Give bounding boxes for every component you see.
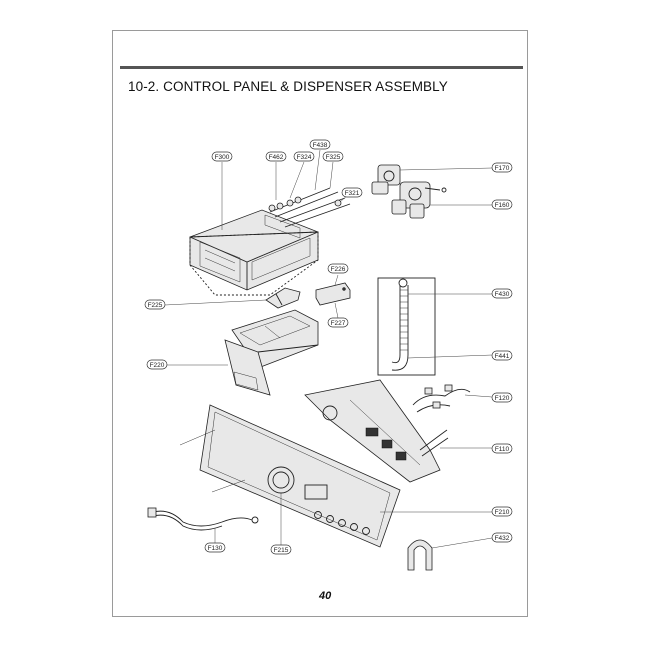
callout-F300: F300 <box>211 151 233 162</box>
svg-text:F225: F225 <box>148 302 163 309</box>
svg-text:F462: F462 <box>269 154 284 161</box>
svg-text:F438: F438 <box>313 142 328 149</box>
svg-text:F220: F220 <box>150 362 165 369</box>
callout-F430: F430 <box>491 288 513 299</box>
callout-F130: F130 <box>204 542 226 553</box>
svg-text:F227: F227 <box>331 320 346 327</box>
hose-connectors <box>268 187 351 228</box>
water-valve-assembly <box>371 164 447 219</box>
svg-text:F170: F170 <box>495 165 510 172</box>
callout-F160: F160 <box>491 199 513 210</box>
svg-text:F130: F130 <box>208 545 223 552</box>
svg-text:F430: F430 <box>495 291 510 298</box>
svg-text:F325: F325 <box>326 154 341 161</box>
svg-text:F324: F324 <box>297 154 312 161</box>
callout-F321: F321 <box>341 187 363 198</box>
callout-F227: F227 <box>327 317 349 328</box>
callout-F226: F226 <box>327 263 349 274</box>
wire-harness-f120 <box>412 384 471 413</box>
callout-F210: F210 <box>491 506 513 517</box>
dispenser-small-parts <box>265 282 351 309</box>
main-pcb <box>304 379 449 483</box>
dispenser-housing <box>189 209 319 296</box>
callout-F225: F225 <box>144 299 166 310</box>
callout-F215: F215 <box>270 544 292 555</box>
svg-text:F300: F300 <box>215 154 230 161</box>
svg-text:F110: F110 <box>495 446 510 453</box>
callout-F170: F170 <box>491 162 513 173</box>
header-rule <box>120 66 523 69</box>
callout-F325: F325 <box>322 151 344 162</box>
callout-F120: F120 <box>491 392 513 403</box>
bellows-hose-box <box>377 277 436 376</box>
detergent-drawer <box>224 309 319 396</box>
callout-F110: F110 <box>491 443 513 454</box>
wire-f130 <box>147 507 259 531</box>
callout-F462: F462 <box>265 151 287 162</box>
section-title: 10-2. CONTROL PANEL & DISPENSER ASSEMBLY <box>128 79 448 94</box>
callout-F324: F324 <box>293 151 315 162</box>
hose-clip-f432 <box>407 539 433 571</box>
svg-text:F321: F321 <box>345 190 360 197</box>
svg-text:F160: F160 <box>495 202 510 209</box>
callout-F441: F441 <box>491 350 513 361</box>
svg-text:F120: F120 <box>495 395 510 402</box>
callout-F438: F438 <box>309 139 331 150</box>
page-number: 40 <box>319 590 332 602</box>
callout-F432: F432 <box>491 532 513 543</box>
svg-text:F441: F441 <box>495 353 510 360</box>
svg-text:F226: F226 <box>331 266 346 273</box>
callout-F220: F220 <box>146 359 168 370</box>
svg-text:F210: F210 <box>495 509 510 516</box>
svg-text:F432: F432 <box>495 535 510 542</box>
svg-text:F215: F215 <box>274 547 289 554</box>
